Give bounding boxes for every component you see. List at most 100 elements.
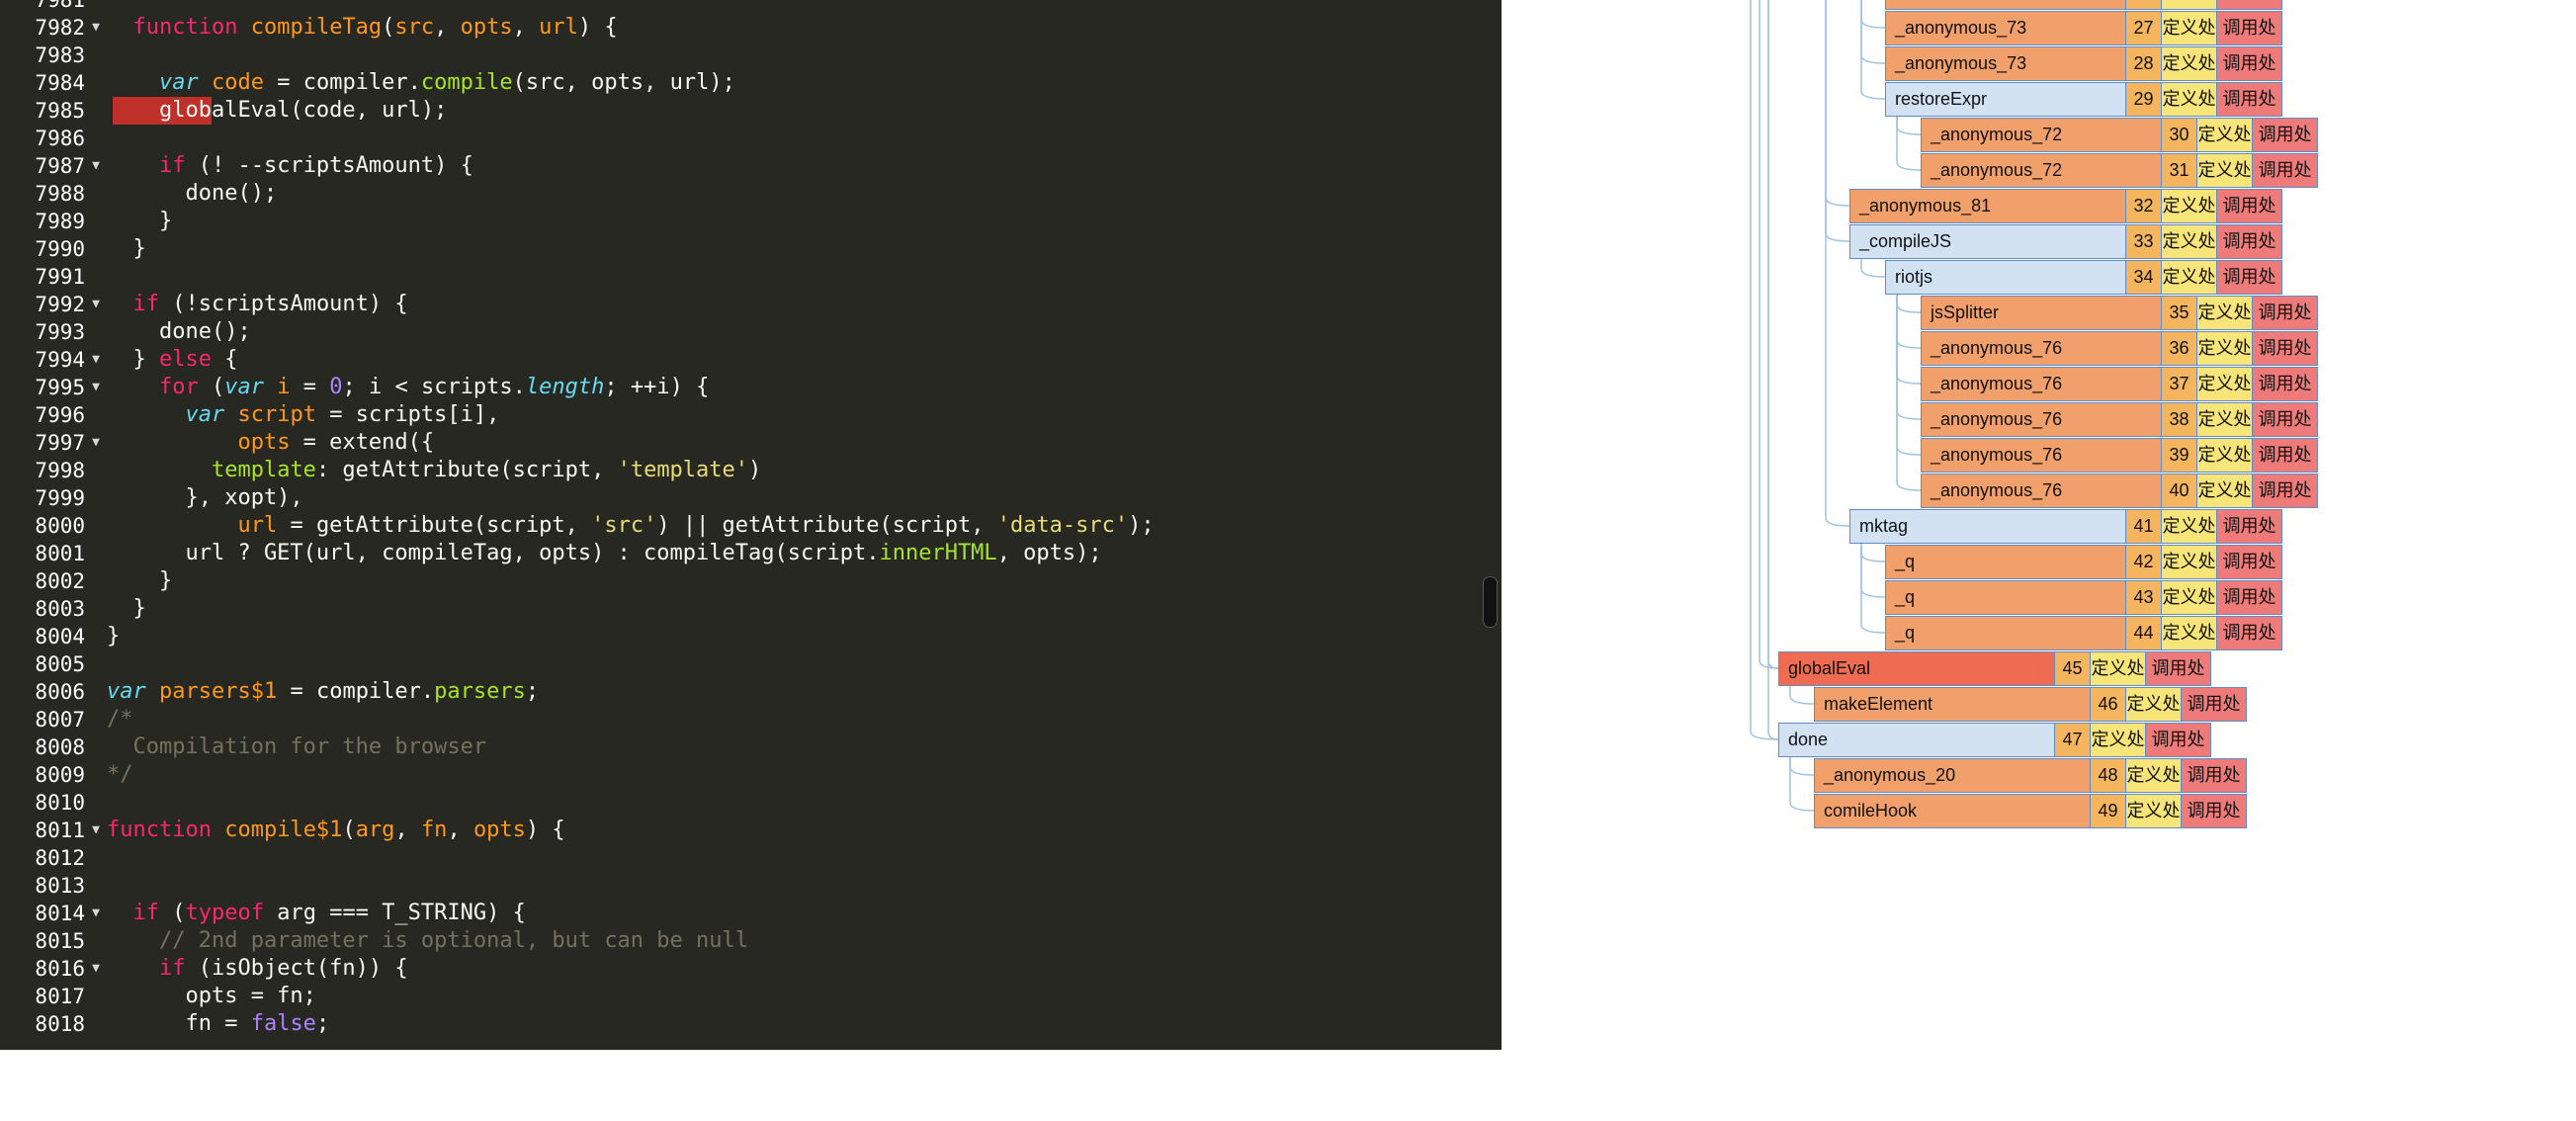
call-link[interactable]: 调用处 (2253, 367, 2318, 401)
define-link[interactable]: 定义处 (2126, 794, 2182, 828)
call-link[interactable]: 调用处 (2217, 616, 2282, 650)
fold-arrow-icon[interactable]: ▼ (92, 158, 100, 173)
line-number[interactable]: 7988 (35, 182, 85, 206)
code-line[interactable]: 7983 (0, 42, 1502, 69)
node-name[interactable]: _anonymous_76 (1921, 331, 2162, 366)
define-link[interactable]: 定义处 (2126, 687, 2182, 722)
call-link[interactable]: 调用处 (2217, 189, 2282, 223)
node-name[interactable]: globalEval (1778, 651, 2055, 686)
code-line[interactable]: 8015 // 2nd parameter is optional, but c… (0, 927, 1502, 955)
define-link[interactable]: 定义处 (2197, 296, 2253, 330)
define-link[interactable]: 定义处 (2197, 402, 2253, 437)
code-line[interactable]: 8018 fn = false; (0, 1010, 1502, 1038)
line-number[interactable]: 7995 (35, 376, 85, 399)
define-link[interactable]: 定义处 (2126, 758, 2182, 793)
fold-arrow-icon[interactable]: ▼ (92, 20, 100, 35)
code-line[interactable]: 8010 (0, 789, 1502, 817)
node-name[interactable]: _q (1885, 545, 2126, 579)
call-link[interactable]: 调用处 (2253, 296, 2318, 330)
line-number[interactable]: 7999 (35, 486, 85, 510)
define-link[interactable]: 定义处 (2162, 82, 2217, 117)
line-number[interactable]: 7983 (35, 43, 85, 67)
code-line[interactable]: 8009*/ (0, 761, 1502, 789)
line-number[interactable]: 8002 (35, 569, 85, 593)
line-number[interactable]: 8012 (35, 846, 85, 870)
code-line[interactable]: 8001 url ? GET(url, compileTag, opts) : … (0, 540, 1502, 567)
line-number[interactable]: 8018 (35, 1012, 85, 1036)
define-link[interactable]: 定义处 (2197, 474, 2253, 508)
code-line[interactable]: 7995▼ for (var i = 0; i < scripts.length… (0, 374, 1502, 401)
code-line[interactable]: 8016▼ if (isObject(fn)) { (0, 955, 1502, 983)
fold-arrow-icon[interactable]: ▼ (92, 435, 100, 450)
line-number[interactable]: 8016 (35, 957, 85, 981)
call-link[interactable]: 调用处 (2217, 260, 2282, 295)
code-line[interactable]: 7985 globalEval(code, url); (0, 97, 1502, 125)
define-link[interactable]: 定义处 (2197, 153, 2253, 188)
call-link[interactable]: 调用处 (2253, 331, 2318, 366)
line-number[interactable]: 8015 (35, 929, 85, 953)
line-number[interactable]: 7992 (35, 293, 85, 316)
fold-arrow-icon[interactable]: ▼ (92, 822, 100, 837)
code-line[interactable]: 7987▼ if (! --scriptsAmount) { (0, 152, 1502, 180)
line-number[interactable]: 8006 (35, 680, 85, 704)
define-link[interactable]: 定义处 (2162, 0, 2217, 10)
define-link[interactable]: 定义处 (2091, 651, 2146, 686)
code-line[interactable]: 8005 (0, 650, 1502, 678)
node-name[interactable]: restoreExpr (1885, 82, 2126, 117)
node-name[interactable]: mktag (1849, 509, 2126, 544)
define-link[interactable]: 定义处 (2091, 723, 2146, 757)
line-number[interactable]: 8014 (35, 902, 85, 925)
call-link[interactable]: 调用处 (2217, 82, 2282, 117)
call-link[interactable]: 调用处 (2217, 224, 2282, 259)
node-name[interactable]: _anonymous_76 (1921, 438, 2162, 473)
line-number[interactable]: 7997 (35, 431, 85, 455)
node-name[interactable]: _anonymous_76 (1921, 402, 2162, 437)
code-line[interactable]: 7994▼ } else { (0, 346, 1502, 374)
node-name[interactable]: done (1778, 723, 2055, 757)
node-name[interactable]: _anonymous_72 (1921, 153, 2162, 188)
code-line[interactable]: 8017 opts = fn; (0, 983, 1502, 1010)
line-number[interactable]: 7987 (35, 154, 85, 178)
node-name[interactable]: comileHook (1814, 794, 2091, 828)
call-link[interactable]: 调用处 (2182, 758, 2247, 793)
line-number[interactable]: 8017 (35, 985, 85, 1008)
node-name[interactable]: _anonymous_20 (1814, 758, 2091, 793)
code-line[interactable]: 8004} (0, 623, 1502, 650)
call-link[interactable]: 调用处 (2253, 438, 2318, 473)
line-number[interactable]: 8013 (35, 874, 85, 898)
define-link[interactable]: 定义处 (2197, 367, 2253, 401)
breakpoint-marker[interactable] (113, 97, 212, 125)
call-link[interactable]: 调用处 (2146, 651, 2211, 686)
code-line[interactable]: 7997▼ opts = extend({ (0, 429, 1502, 457)
node-name[interactable]: _anonymous_76 (1921, 474, 2162, 508)
call-link[interactable]: 调用处 (2253, 474, 2318, 508)
line-number[interactable]: 7984 (35, 71, 85, 95)
line-number[interactable]: 8008 (35, 735, 85, 759)
line-number[interactable]: 7993 (35, 320, 85, 344)
call-link[interactable]: 调用处 (2253, 118, 2318, 152)
node-name[interactable]: _anonymous_81 (1849, 189, 2126, 223)
define-link[interactable]: 定义处 (2162, 580, 2217, 615)
line-number[interactable]: 7981 (35, 0, 85, 12)
line-number[interactable]: 8005 (35, 652, 85, 676)
code-line[interactable]: 7982▼ function compileTag(src, opts, url… (0, 14, 1502, 42)
code-line[interactable]: 8007/* (0, 706, 1502, 733)
line-number[interactable]: 7994 (35, 348, 85, 372)
line-number[interactable]: 8007 (35, 708, 85, 732)
line-number[interactable]: 7985 (35, 99, 85, 123)
define-link[interactable]: 定义处 (2162, 545, 2217, 579)
call-link[interactable]: 调用处 (2217, 46, 2282, 81)
code-line[interactable]: 8008 Compilation for the browser (0, 733, 1502, 761)
